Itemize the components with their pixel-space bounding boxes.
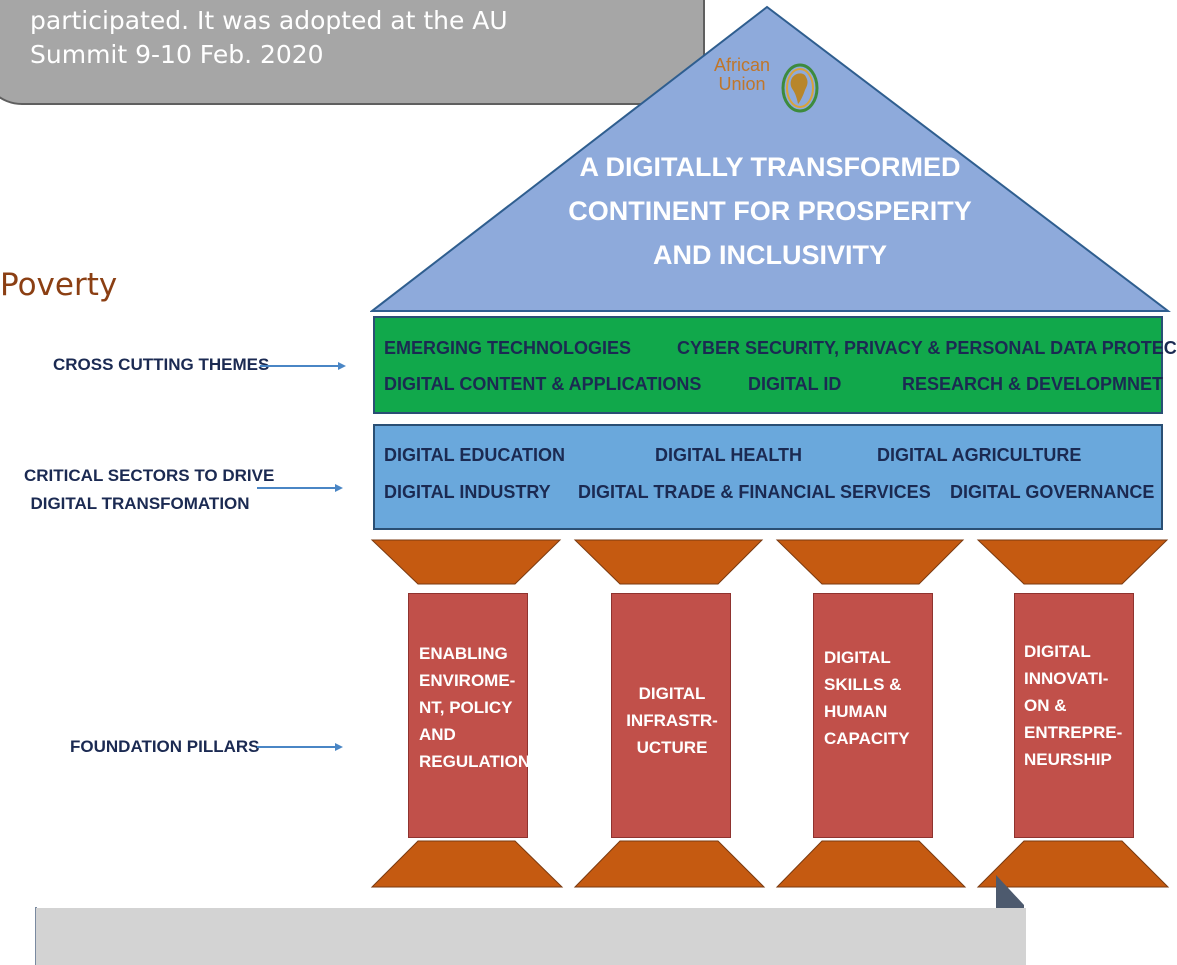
pillar-1-label: ENABLING ENVIROME- NT, POLICY AND REGULA…	[419, 644, 531, 771]
roof-title: A DIGITALLY TRANSFORMED CONTINENT FOR PR…	[560, 145, 980, 277]
pillar-4-label: DIGITAL INNOVATI- ON & ENTREPRE- NEURSHI…	[1024, 642, 1123, 769]
roof-title-line-3: AND INCLUSIVITY	[652, 240, 887, 270]
roof-title-line-2: CONTINENT FOR PROSPERITY	[568, 196, 972, 226]
cross-cutting-themes-band	[373, 316, 1163, 414]
roof-triangle	[370, 5, 1171, 312]
theme-research-development: RESEARCH & DEVELOPMNET	[902, 374, 1164, 394]
au-logo-line-2: Union	[718, 74, 766, 94]
pillar-2-label: DIGITAL INFRASTR- UCTURE	[626, 684, 718, 757]
label-critical-sectors-line-2: DIGITAL TRANSFOMATION	[30, 494, 250, 513]
pillar-digital-infrastructure: DIGITAL INFRASTR- UCTURE	[611, 593, 731, 838]
sector-digital-agriculture: DIGITAL AGRICULTURE	[877, 445, 1082, 465]
theme-digital-content: DIGITAL CONTENT & APPLICATIONS	[384, 374, 702, 394]
pillar-digital-skills: DIGITAL SKILLS & HUMAN CAPACITY	[813, 593, 933, 838]
african-union-emblem-icon	[781, 63, 819, 113]
callout-line-1: participated. It was adopted at the AU	[30, 6, 508, 35]
sector-digital-education: DIGITAL EDUCATION	[384, 445, 565, 465]
label-foundation-pillars: FOUNDATION PILLARS	[70, 737, 260, 756]
sector-digital-governance: DIGITAL GOVERNANCE	[950, 482, 1155, 502]
arrow-foundation-pillars	[257, 743, 343, 751]
pillar-enabling-environment: ENABLING ENVIROME- NT, POLICY AND REGULA…	[408, 593, 531, 838]
bottom-text-box	[36, 908, 1026, 965]
sector-digital-trade: DIGITAL TRADE & FINANCIAL SERVICES	[578, 482, 931, 502]
roof-title-line-1: A DIGITALLY TRANSFORMED	[579, 152, 961, 182]
info-callout: participated. It was adopted at the AU S…	[0, 0, 705, 105]
arrow-critical-sectors	[257, 484, 343, 492]
pillar-3-label: DIGITAL SKILLS & HUMAN CAPACITY	[824, 648, 910, 748]
pillar-capitals-top	[370, 539, 1169, 585]
label-critical-sectors-line-1: CRITICAL SECTORS TO DRIVE	[24, 466, 275, 485]
pillar-bases-bottom	[370, 840, 1170, 888]
theme-emerging-technologies: EMERGING TECHNOLOGIES	[384, 338, 632, 358]
label-cross-cutting-themes: CROSS CUTTING THEMES	[53, 355, 270, 374]
au-logo-line-1: African	[713, 55, 771, 75]
sector-digital-industry: DIGITAL INDUSTRY	[384, 482, 551, 502]
critical-sectors-band	[373, 424, 1163, 530]
au-logo-text: African Union	[706, 56, 778, 94]
poverty-heading: Poverty	[0, 267, 118, 303]
theme-digital-id: DIGITAL ID	[748, 374, 842, 394]
arrow-cross-cutting	[260, 362, 346, 370]
theme-cyber-security: CYBER SECURITY, PRIVACY & PERSONAL DATA …	[677, 338, 1177, 358]
label-critical-sectors: CRITICAL SECTORS TO DRIVE DIGITAL TRANSF…	[24, 466, 275, 514]
callout-line-2: Summit 9-10 Feb. 2020	[30, 40, 324, 69]
pillar-digital-innovation: DIGITAL INNOVATI- ON & ENTREPRE- NEURSHI…	[1014, 593, 1134, 838]
sector-digital-health: DIGITAL HEALTH	[655, 445, 802, 465]
